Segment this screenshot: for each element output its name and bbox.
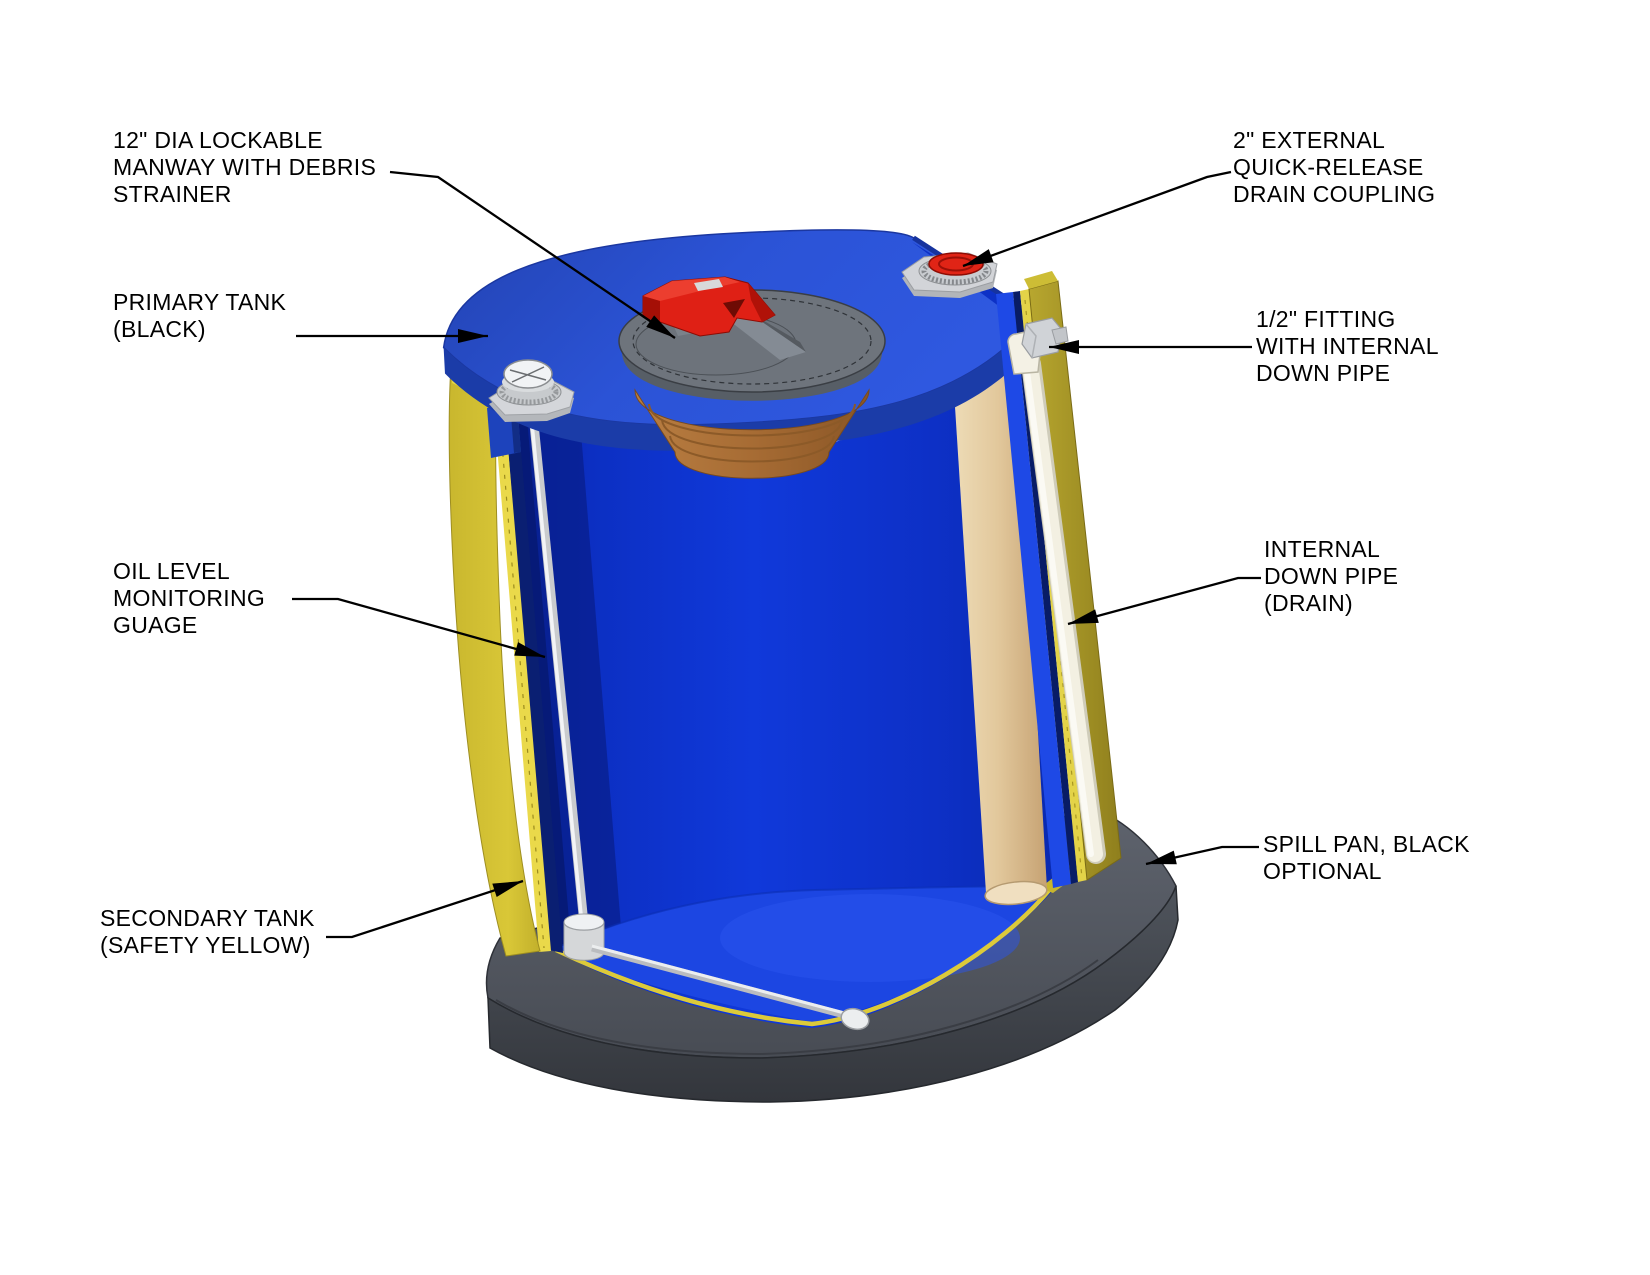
label-oil-level-gauge: OIL LEVEL MONITORING GUAGE (113, 558, 266, 638)
manway-assembly (618, 276, 886, 479)
label-manway: 12" DIA LOCKABLE MANWAY WITH DEBRIS STRA… (113, 127, 377, 207)
oil-gauge-fitting (488, 359, 575, 422)
label-primary-tank: PRIMARY TANK (BLACK) (113, 289, 287, 342)
leader-drain-coupling (962, 170, 1232, 268)
label-internal-down-pipe: INTERNAL DOWN PIPE (DRAIN) (1264, 536, 1399, 616)
gauge-rod (528, 413, 588, 915)
drain-down-pipe-tan (948, 297, 1048, 906)
leader-spill-pan (1145, 845, 1259, 866)
label-drain-coupling: 2" EXTERNAL QUICK-RELEASE DRAIN COUPLING (1233, 127, 1436, 207)
interior-back-wall (508, 292, 1055, 1028)
handle-hole (723, 299, 745, 318)
oil-level-gauge-assembly (528, 413, 870, 1031)
leader-oil-gauge (292, 597, 546, 659)
secondary-tank-outer-wall-left (448, 364, 541, 957)
secondary-tank-floor-edge (555, 886, 1053, 1027)
drain-coupling-red-cap (928, 252, 984, 276)
leader-secondary-tank (326, 879, 524, 939)
manway-rib-right (726, 308, 806, 360)
debris-strainer (634, 388, 870, 479)
right-cut-walls (996, 271, 1122, 888)
primary-tank-interior (508, 292, 1100, 1028)
leader-manway (389, 170, 676, 339)
secondary-tank-top-edge-right (1024, 271, 1058, 289)
leader-internal-down-pipe (1067, 576, 1261, 626)
manway-bolt-circle (632, 297, 872, 385)
label-half-inch-fitting: 1/2" FITTING WITH INTERNAL DOWN PIPE (1256, 306, 1439, 386)
left-gap-shadow (505, 412, 563, 953)
label-spill-pan: SPILL PAN, BLACK OPTIONAL (1263, 831, 1470, 884)
internal-down-pipe-white (1021, 354, 1106, 864)
primary-tank-cut-edge-right (996, 292, 1071, 888)
spill-pan-inner-lip (495, 959, 1099, 1056)
manway-handle-red (642, 276, 776, 337)
leader-lines (292, 170, 1261, 939)
tank-top-rim (443, 316, 1037, 451)
spill-pan-front-wall (487, 885, 1179, 1103)
floor-back-junction (555, 885, 1051, 949)
gauge-arm (591, 944, 849, 1020)
secondary-tank-cut-edge-left (494, 410, 551, 952)
handle-sticker (694, 279, 723, 291)
interior-floor-highlight (720, 894, 1020, 982)
label-secondary-tank: SECONDARY TANK (SAFETY YELLOW) (100, 905, 315, 958)
gauge-arm-end (840, 1007, 870, 1031)
right-gap-shadow (1013, 291, 1078, 884)
